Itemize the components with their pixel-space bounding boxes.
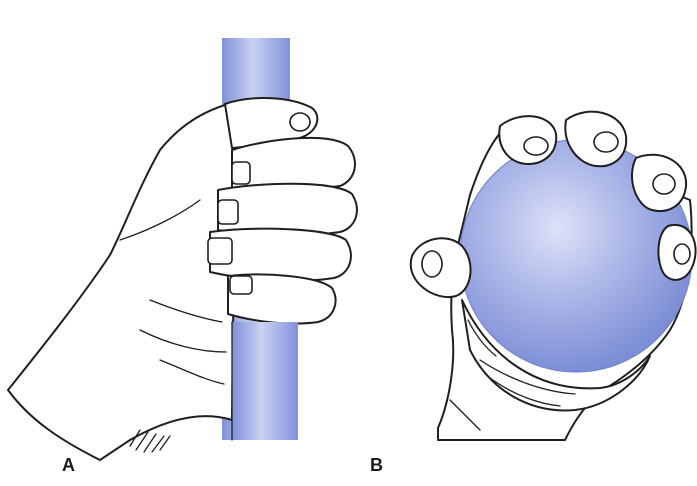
panel-b [411,112,696,440]
panel-label-a: A [62,456,75,474]
rod-lower [232,322,298,440]
panel-label-b: B [370,456,383,474]
hand-cylindrical-grip [8,98,357,460]
panel-a [8,38,357,460]
